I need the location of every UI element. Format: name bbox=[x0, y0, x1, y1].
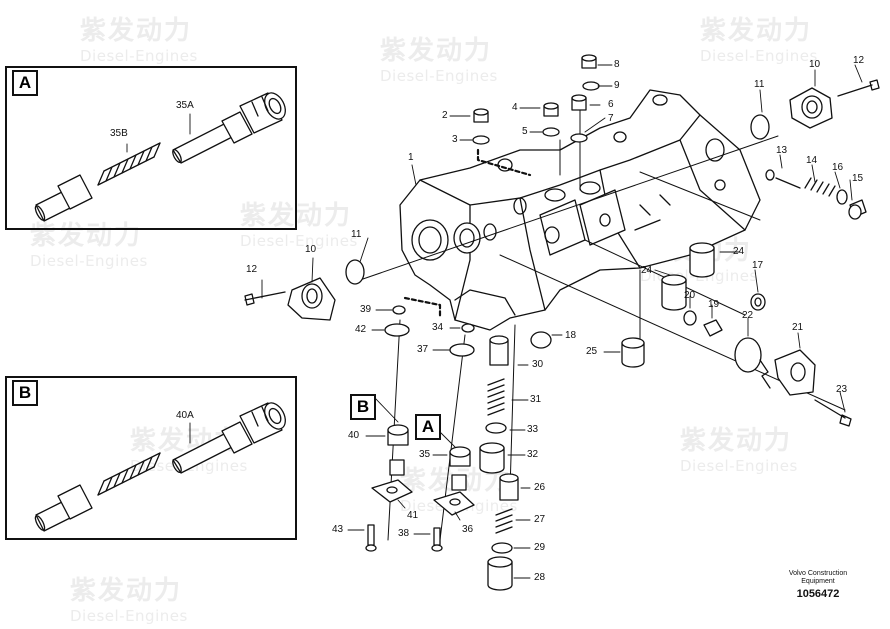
part-label-26: 26 bbox=[534, 482, 546, 493]
maker-line2: Equipment bbox=[801, 578, 835, 585]
part-label-6: 6 bbox=[608, 99, 614, 110]
part-label-7: 7 bbox=[608, 113, 614, 124]
view-tag-b: B bbox=[350, 394, 376, 420]
part-label-20: 20 bbox=[684, 290, 696, 301]
part-label-39: 39 bbox=[360, 304, 372, 315]
part-label-10-right: 10 bbox=[809, 59, 821, 70]
part-label-16: 16 bbox=[832, 162, 844, 173]
inset-b-tag: B bbox=[12, 380, 38, 406]
footer: Volvo Construction Equipment 1056472 bbox=[778, 570, 858, 600]
part-label-11-right: 11 bbox=[754, 79, 765, 90]
part-label-15: 15 bbox=[852, 173, 864, 184]
inset-a-valve-assembly bbox=[34, 92, 286, 222]
spool-stack bbox=[479, 335, 519, 591]
label-35b: 35B bbox=[110, 128, 128, 139]
document-number: 1056472 bbox=[796, 588, 840, 600]
inset-b bbox=[5, 376, 297, 540]
label-35a: 35A bbox=[176, 100, 194, 111]
part-label-11-left: 11 bbox=[351, 229, 362, 240]
part-label-24-left: 24 bbox=[641, 265, 653, 276]
part-label-12-left: 12 bbox=[246, 264, 258, 275]
part-label-13: 13 bbox=[776, 145, 788, 156]
part-label-14: 14 bbox=[806, 155, 818, 166]
part-label-23: 23 bbox=[836, 384, 848, 395]
part-label-38: 38 bbox=[398, 528, 410, 539]
part-label-42: 42 bbox=[355, 324, 367, 335]
part-label-27: 27 bbox=[534, 514, 546, 525]
inset-a-tag: A bbox=[12, 70, 38, 96]
part-label-30: 30 bbox=[532, 359, 544, 370]
part-label-19: 19 bbox=[708, 299, 720, 310]
part-label-37: 37 bbox=[417, 344, 429, 355]
sleeves bbox=[621, 242, 715, 368]
part-label-34: 34 bbox=[432, 322, 444, 333]
part-label-1: 1 bbox=[408, 152, 414, 163]
part-label-21: 21 bbox=[792, 322, 804, 333]
part-label-33: 33 bbox=[527, 424, 539, 435]
part-label-17: 17 bbox=[752, 260, 764, 271]
view-tag-a: A bbox=[415, 414, 441, 440]
part-label-18: 18 bbox=[565, 330, 577, 341]
inset-a bbox=[5, 66, 297, 230]
part-label-40: 40 bbox=[348, 430, 360, 441]
part-label-31: 31 bbox=[530, 394, 542, 405]
part-label-9: 9 bbox=[614, 80, 620, 91]
top-plugs bbox=[472, 54, 600, 145]
part-18 bbox=[530, 331, 552, 349]
part-label-22: 22 bbox=[742, 310, 754, 321]
lower-valve-seats bbox=[365, 305, 475, 552]
part-label-4: 4 bbox=[512, 102, 518, 113]
part-label-29: 29 bbox=[534, 542, 546, 553]
dashed-leaders bbox=[403, 148, 532, 320]
part-label-3: 3 bbox=[452, 134, 458, 145]
part-label-41: 41 bbox=[407, 510, 419, 521]
part-label-5: 5 bbox=[522, 126, 528, 137]
part-label-10-left: 10 bbox=[305, 244, 317, 255]
part-label-28: 28 bbox=[534, 572, 546, 583]
callout-leaders bbox=[126, 64, 863, 579]
right-side-parts bbox=[683, 293, 852, 427]
valve-housing bbox=[399, 89, 761, 331]
relief-valve-group bbox=[765, 169, 867, 220]
part-label-35: 35 bbox=[419, 449, 431, 460]
part-label-36: 36 bbox=[462, 524, 474, 535]
part-label-32: 32 bbox=[527, 449, 539, 460]
part-label-12-right: 12 bbox=[853, 55, 865, 66]
inset-b-valve-assembly bbox=[34, 402, 286, 532]
part-label-2: 2 bbox=[442, 110, 448, 121]
left-flange-group bbox=[244, 259, 365, 321]
part-label-43: 43 bbox=[332, 524, 344, 535]
part-label-24-right: 24 bbox=[733, 246, 745, 257]
part-label-25: 25 bbox=[586, 346, 598, 357]
maker-line1: Volvo Construction bbox=[788, 570, 848, 577]
part-label-8: 8 bbox=[614, 59, 620, 70]
label-40a: 40A bbox=[176, 410, 194, 421]
right-flange-group bbox=[750, 79, 880, 140]
